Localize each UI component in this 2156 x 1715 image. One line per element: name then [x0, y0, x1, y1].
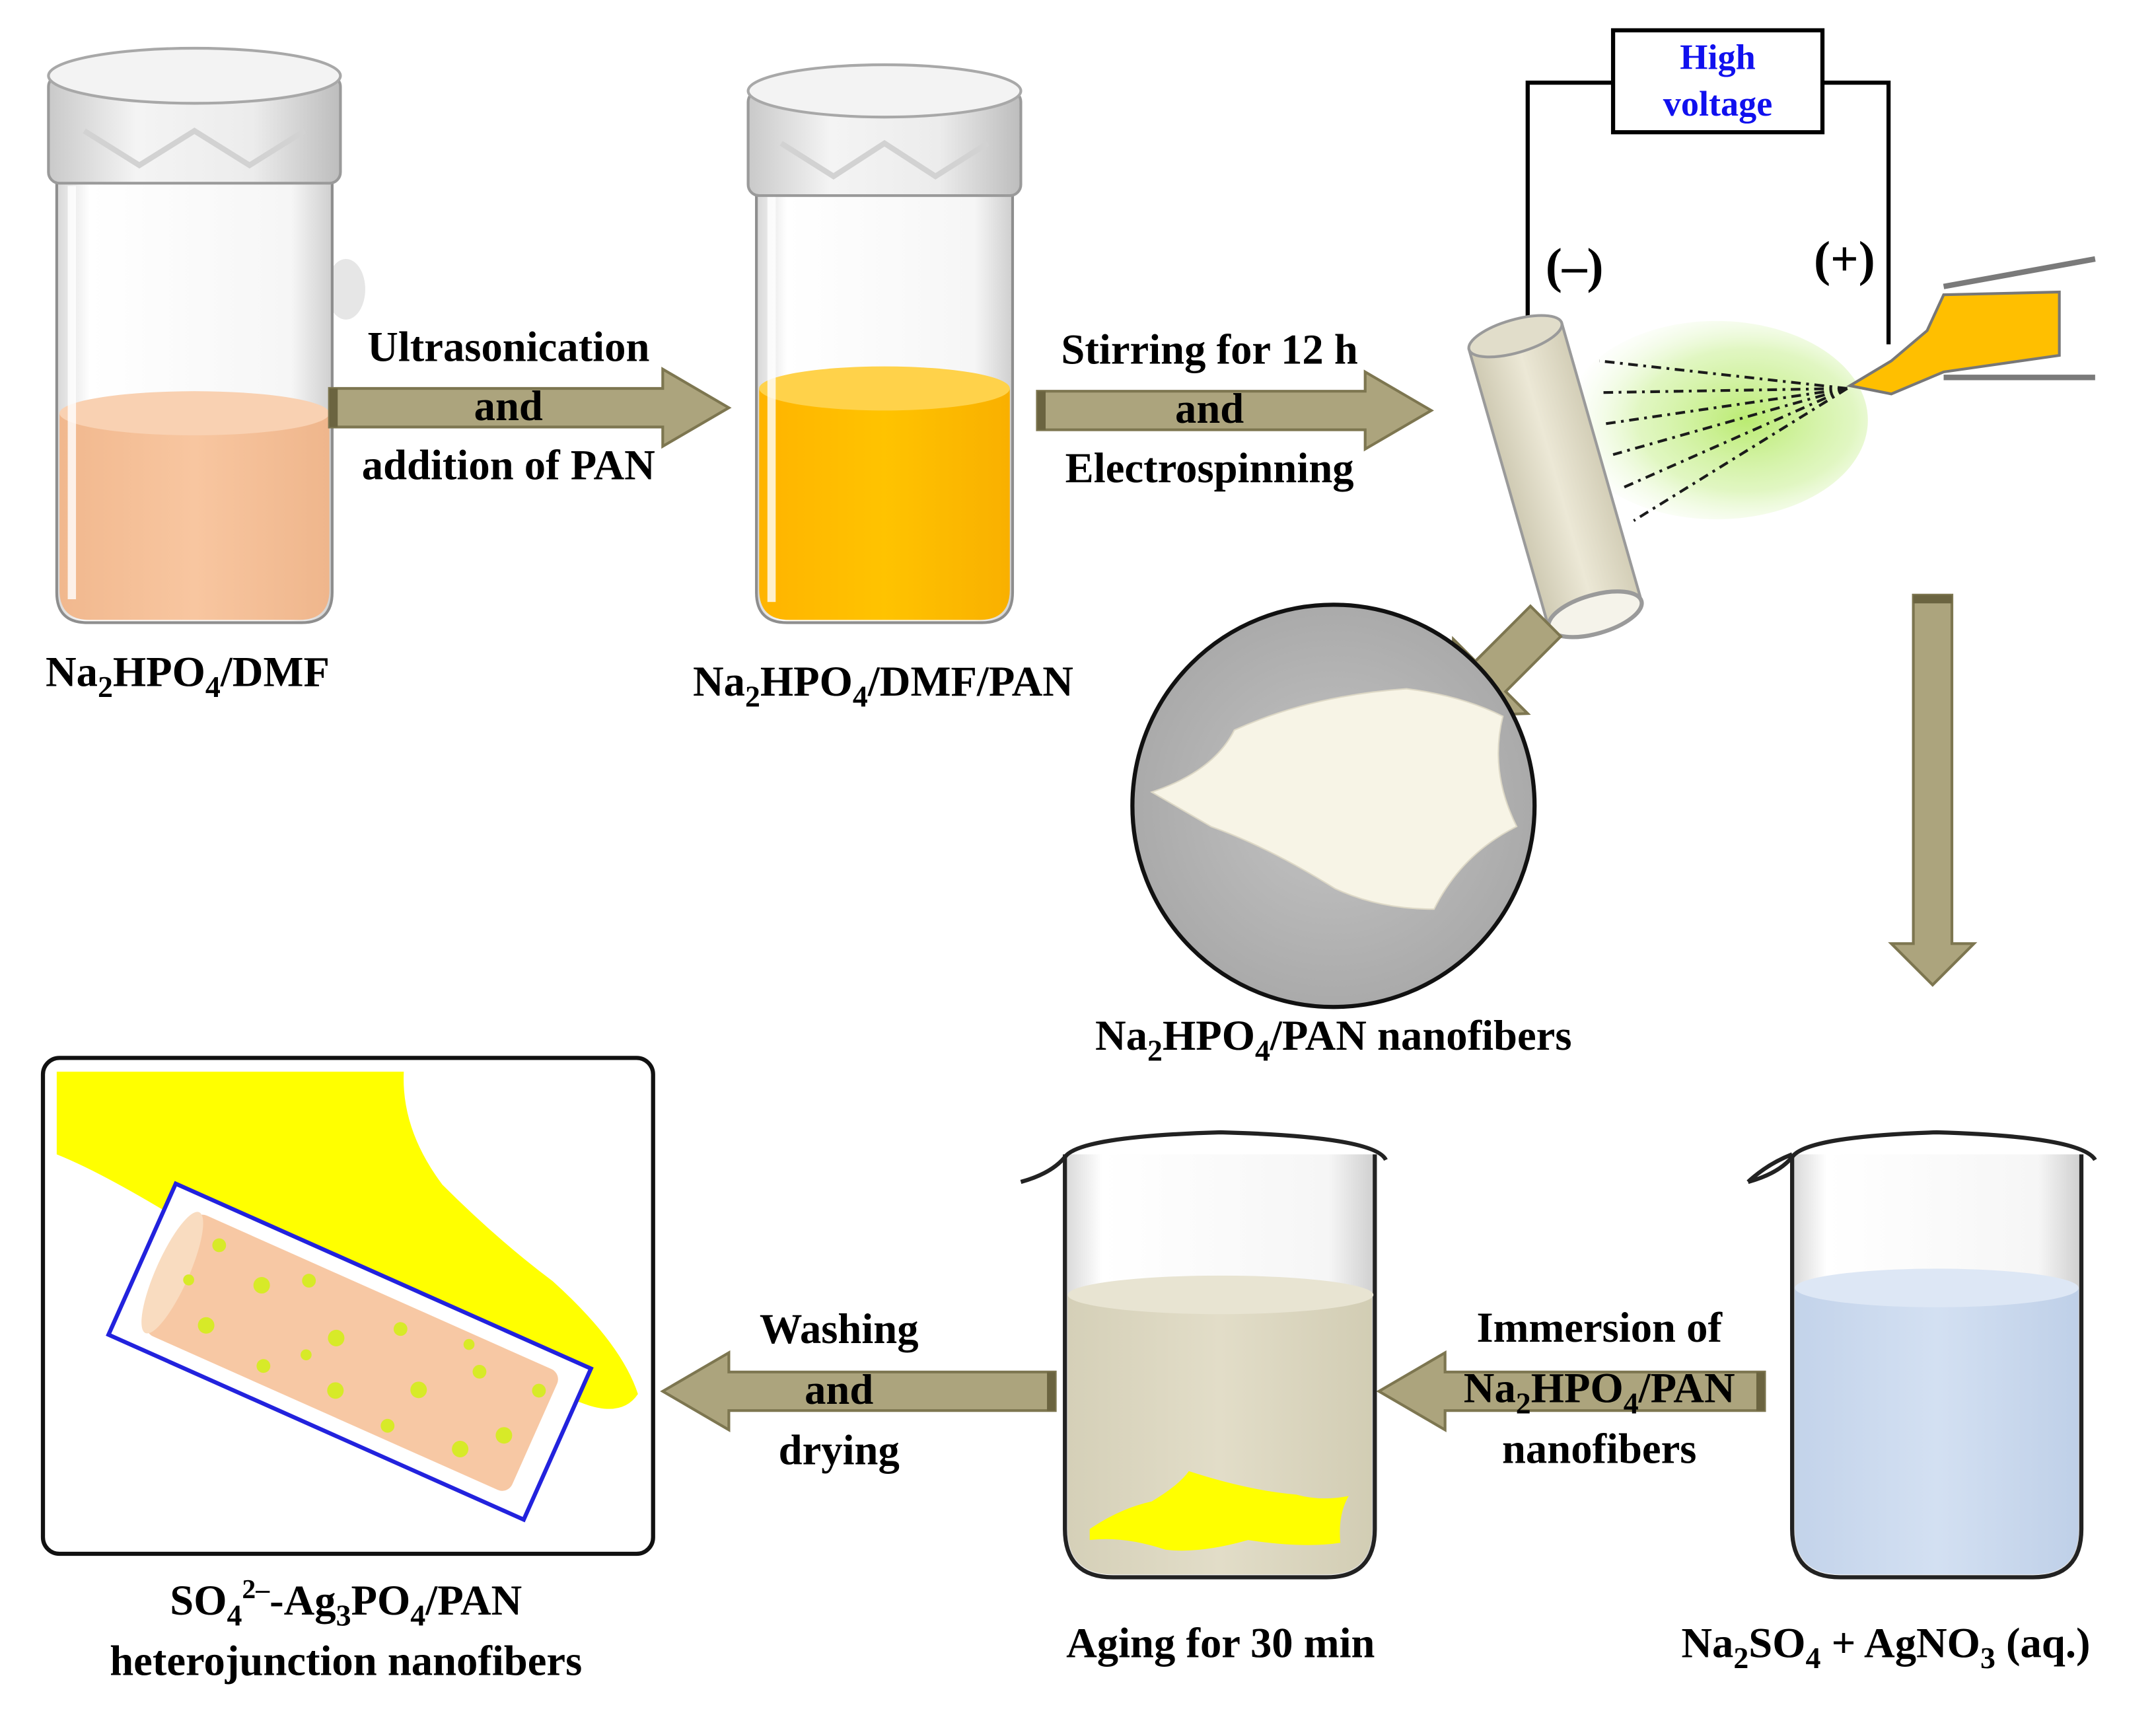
beaker-rim	[1020, 1130, 1388, 1185]
step3-line3: nanofibers	[1502, 1424, 1696, 1472]
vial-highlight	[67, 186, 77, 600]
vial-na2hpo4-dmf	[47, 46, 365, 624]
step4-line1: Washing	[760, 1305, 919, 1352]
arrow-down	[1888, 593, 1978, 987]
vial-liquid-surface	[759, 366, 1010, 411]
negative-sign: (–)	[1546, 238, 1604, 293]
label-vial1: Na2HPO4/DMF	[46, 647, 330, 704]
heterojunction-fiber	[106, 1181, 594, 1523]
step3-line2: Na2HPO4/PAN	[1464, 1364, 1735, 1420]
beaker-aging	[1020, 1130, 1388, 1580]
electrospinning-setup: High voltage (–) (+)	[1467, 28, 2096, 639]
step4-line3: drying	[779, 1426, 900, 1474]
label-product-line1: SO42–-Ag3PO4/PAN	[170, 1574, 522, 1632]
wire-positive	[1822, 80, 1891, 345]
label-beaker-right: Na2SO4 + AgNO3 (aq.)	[1681, 1619, 2090, 1675]
vial-cap-top	[746, 63, 1023, 119]
beaker-liquid-surface	[1795, 1268, 2079, 1307]
syringe-barrel-top	[1943, 256, 2096, 289]
collector-drum	[1467, 314, 1644, 639]
spray-glow	[1565, 320, 1868, 520]
label-nanofibers: Na2HPO4/PAN nanofibers	[1095, 1011, 1571, 1068]
jet-lines	[1599, 359, 1848, 522]
vial-na2hpo4-dmf-pan	[746, 63, 1023, 624]
step2-line1: Stirring for 12 h	[1061, 325, 1357, 373]
label-aging: Aging for 30 min	[1066, 1619, 1375, 1666]
nanofiber-mat-circle	[1130, 602, 1537, 1009]
beaker-na2so4-agno3	[1746, 1130, 2097, 1580]
vial-cap-pattern	[83, 128, 306, 169]
vial-liquid-peach	[59, 413, 330, 620]
step1-line3: addition of PAN	[362, 441, 655, 489]
label-vial2: Na2HPO4/DMF/PAN	[693, 657, 1073, 713]
product-panel	[40, 1056, 655, 1556]
step1-line1: Ultrasonication	[367, 322, 649, 370]
arrow-step2	[1036, 369, 1434, 452]
beaker-liquid-blue	[1795, 1288, 2079, 1575]
high-voltage-line2: voltage	[1663, 84, 1773, 124]
nanofiber-mat	[1150, 688, 1518, 910]
vial-highlight	[767, 196, 776, 602]
vial-liquid-yellow	[759, 388, 1010, 620]
step3-line1: Immersion of	[1476, 1303, 1723, 1351]
step2-line2: and	[1175, 384, 1244, 432]
beaker-rim	[1747, 1130, 2097, 1185]
ag3po4-particles	[183, 1238, 546, 1457]
beaker-liquid-surface	[1067, 1275, 1374, 1315]
high-voltage-line1: High	[1680, 37, 1755, 77]
step1-line2: and	[474, 382, 543, 429]
step2-line3: Electrospinning	[1065, 444, 1354, 492]
high-voltage-box	[1610, 28, 1825, 135]
vial-cap-pattern	[779, 139, 989, 180]
syringe-tip	[1846, 290, 2061, 396]
wire-negative	[1525, 80, 1614, 320]
arrow-step4	[660, 1350, 1057, 1433]
vial-shadow	[326, 259, 365, 320]
beaker-spout	[1746, 1152, 1793, 1184]
nanofiber-mat-yellow	[1089, 1471, 1349, 1551]
positive-sign: (+)	[1814, 232, 1875, 287]
vial-liquid-surface	[59, 391, 330, 435]
step4-line2: and	[805, 1366, 873, 1413]
label-product-line2: heterojunction nanofibers	[110, 1637, 582, 1685]
arrow-step3	[1376, 1350, 1766, 1433]
vial-cap-top	[47, 46, 342, 105]
arrow-step1	[328, 367, 732, 449]
